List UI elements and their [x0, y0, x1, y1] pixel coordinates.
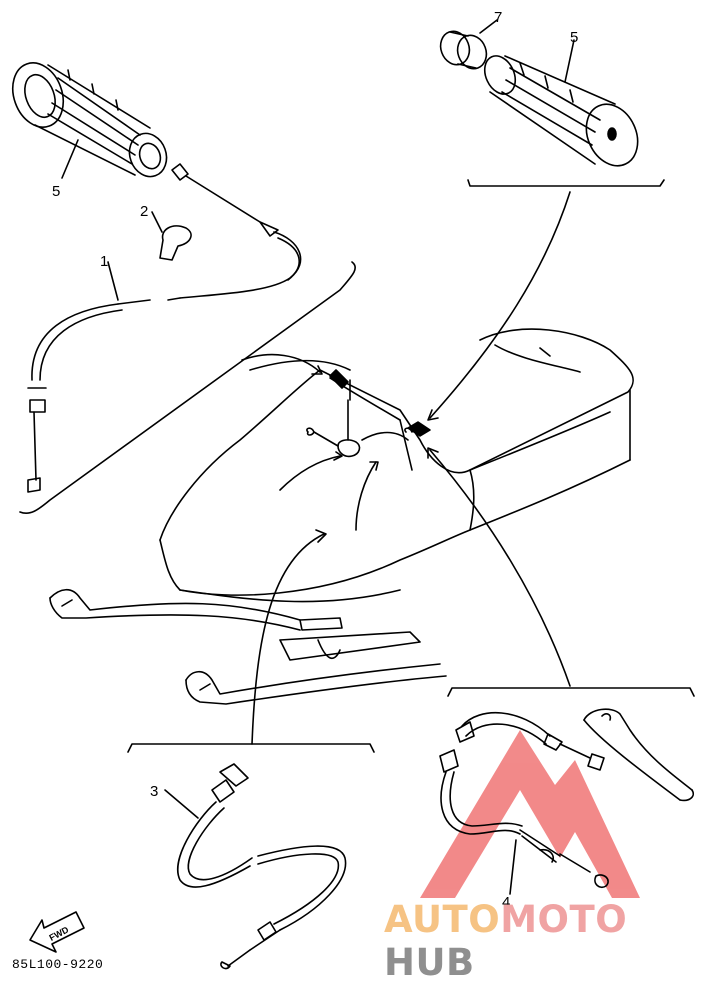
watermark-moto: MOTO — [500, 898, 628, 941]
cable-1 — [27, 299, 151, 493]
callout-leader-4 — [509, 839, 517, 895]
callout-1: 1 — [100, 253, 108, 270]
callout-7: 7 — [494, 9, 502, 26]
fwd-arrow — [29, 911, 85, 953]
watermark-logo: AUTOMOTO HUB — [384, 898, 709, 984]
callout-leader-3 — [164, 789, 199, 819]
watermark-auto: AUTO — [384, 898, 501, 941]
callout-leader-5-left — [61, 139, 79, 179]
watermark-hub: HUB — [384, 941, 475, 984]
panel-frame-bottom-left — [127, 743, 375, 753]
panel-frame-right-top — [467, 179, 665, 187]
panel-frame-left — [19, 261, 356, 515]
callout-leader-1 — [107, 261, 119, 301]
callout-leader-2 — [151, 211, 163, 233]
panel-frame-bottom-right — [447, 687, 695, 697]
cable-4 — [439, 711, 609, 889]
link-arrows — [241, 191, 571, 745]
callout-4: 4 — [502, 894, 510, 911]
diagram-code: 85L100-9220 — [12, 957, 104, 972]
right-grip — [483, 55, 639, 167]
grip-end-cap-7 — [439, 30, 488, 70]
left-grip — [11, 62, 168, 178]
brake-lever — [583, 708, 695, 802]
callout-5-left: 5 — [52, 183, 60, 200]
cable-3 — [177, 763, 347, 970]
callout-leaders-right — [479, 19, 575, 83]
throttle-cable-upper — [159, 163, 302, 301]
callout-2: 2 — [140, 203, 148, 220]
handlebar-junction — [306, 369, 431, 458]
callout-5-right: 5 — [570, 29, 578, 46]
callout-3: 3 — [150, 783, 158, 800]
